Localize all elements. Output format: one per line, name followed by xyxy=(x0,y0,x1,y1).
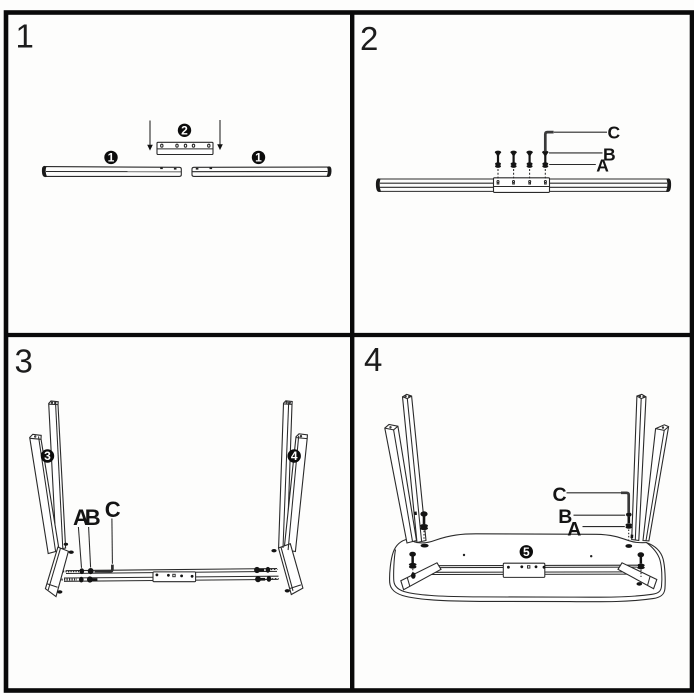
svg-text:4: 4 xyxy=(291,449,298,463)
svg-text:C: C xyxy=(608,122,621,142)
svg-text:B: B xyxy=(85,505,101,530)
svg-text:2: 2 xyxy=(360,20,378,57)
svg-text:A: A xyxy=(73,505,89,530)
svg-text:1: 1 xyxy=(108,151,115,165)
svg-text:1: 1 xyxy=(255,151,262,165)
svg-text:B: B xyxy=(558,506,572,528)
svg-text:3: 3 xyxy=(15,343,33,380)
svg-text:2: 2 xyxy=(181,124,188,138)
svg-text:C: C xyxy=(105,497,121,522)
svg-text:C: C xyxy=(553,484,567,506)
svg-text:A: A xyxy=(596,155,609,175)
svg-text:4: 4 xyxy=(364,341,382,378)
svg-text:B: B xyxy=(603,145,616,165)
svg-text:5: 5 xyxy=(523,545,530,559)
svg-text:A: A xyxy=(567,519,581,541)
svg-text:1: 1 xyxy=(16,18,34,55)
svg-text:3: 3 xyxy=(44,449,51,463)
